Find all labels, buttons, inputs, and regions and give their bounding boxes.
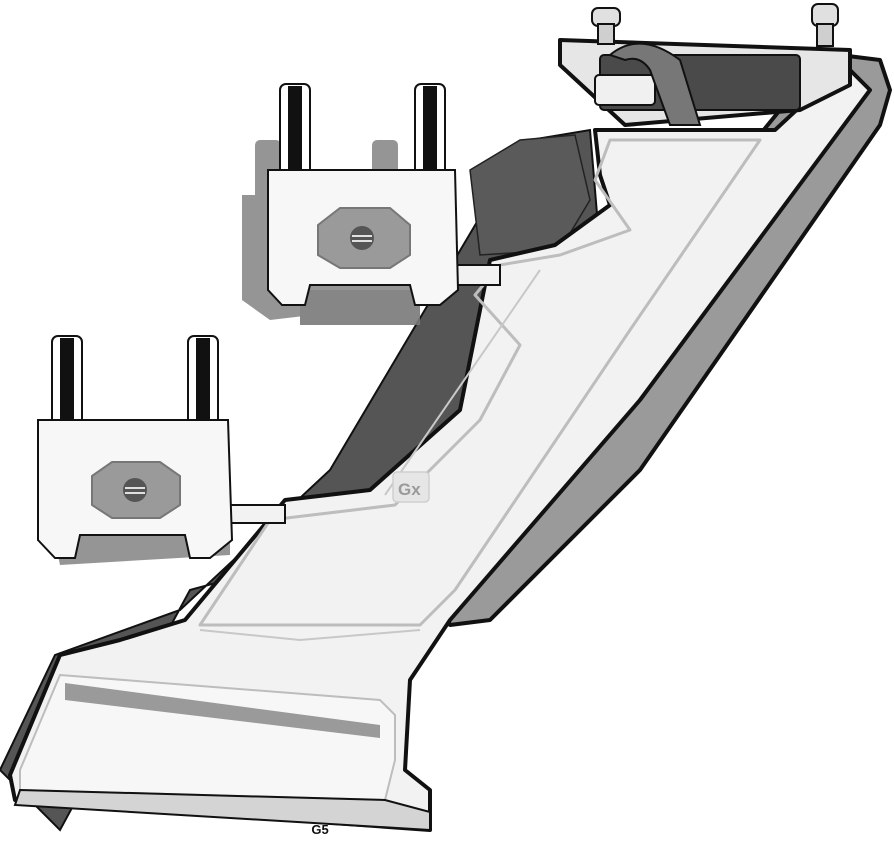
knob-right[interactable] [811,3,839,47]
gx-badge-text: Gx [398,480,421,499]
tower-base-lower-edge [13,788,431,832]
board-rack-upper[interactable] [267,83,501,306]
tower-base-stripe [65,683,380,738]
tower-arm-inner-line [199,269,541,642]
tower-arm-body [8,63,872,832]
gx-badge: Gx [392,471,430,503]
tower-top-label-plate [594,74,656,106]
board-rack-lower[interactable] [37,335,286,559]
tower-back-block [469,134,591,256]
tower-top-strap [607,42,702,126]
knob-left[interactable] [591,7,621,45]
rack-upper-logo-icon [350,226,374,250]
figure-label: G5 [311,822,329,837]
tower-base-front [19,673,396,802]
rack-lower-logo-icon [123,478,147,502]
tower-arm-panel [198,138,762,627]
